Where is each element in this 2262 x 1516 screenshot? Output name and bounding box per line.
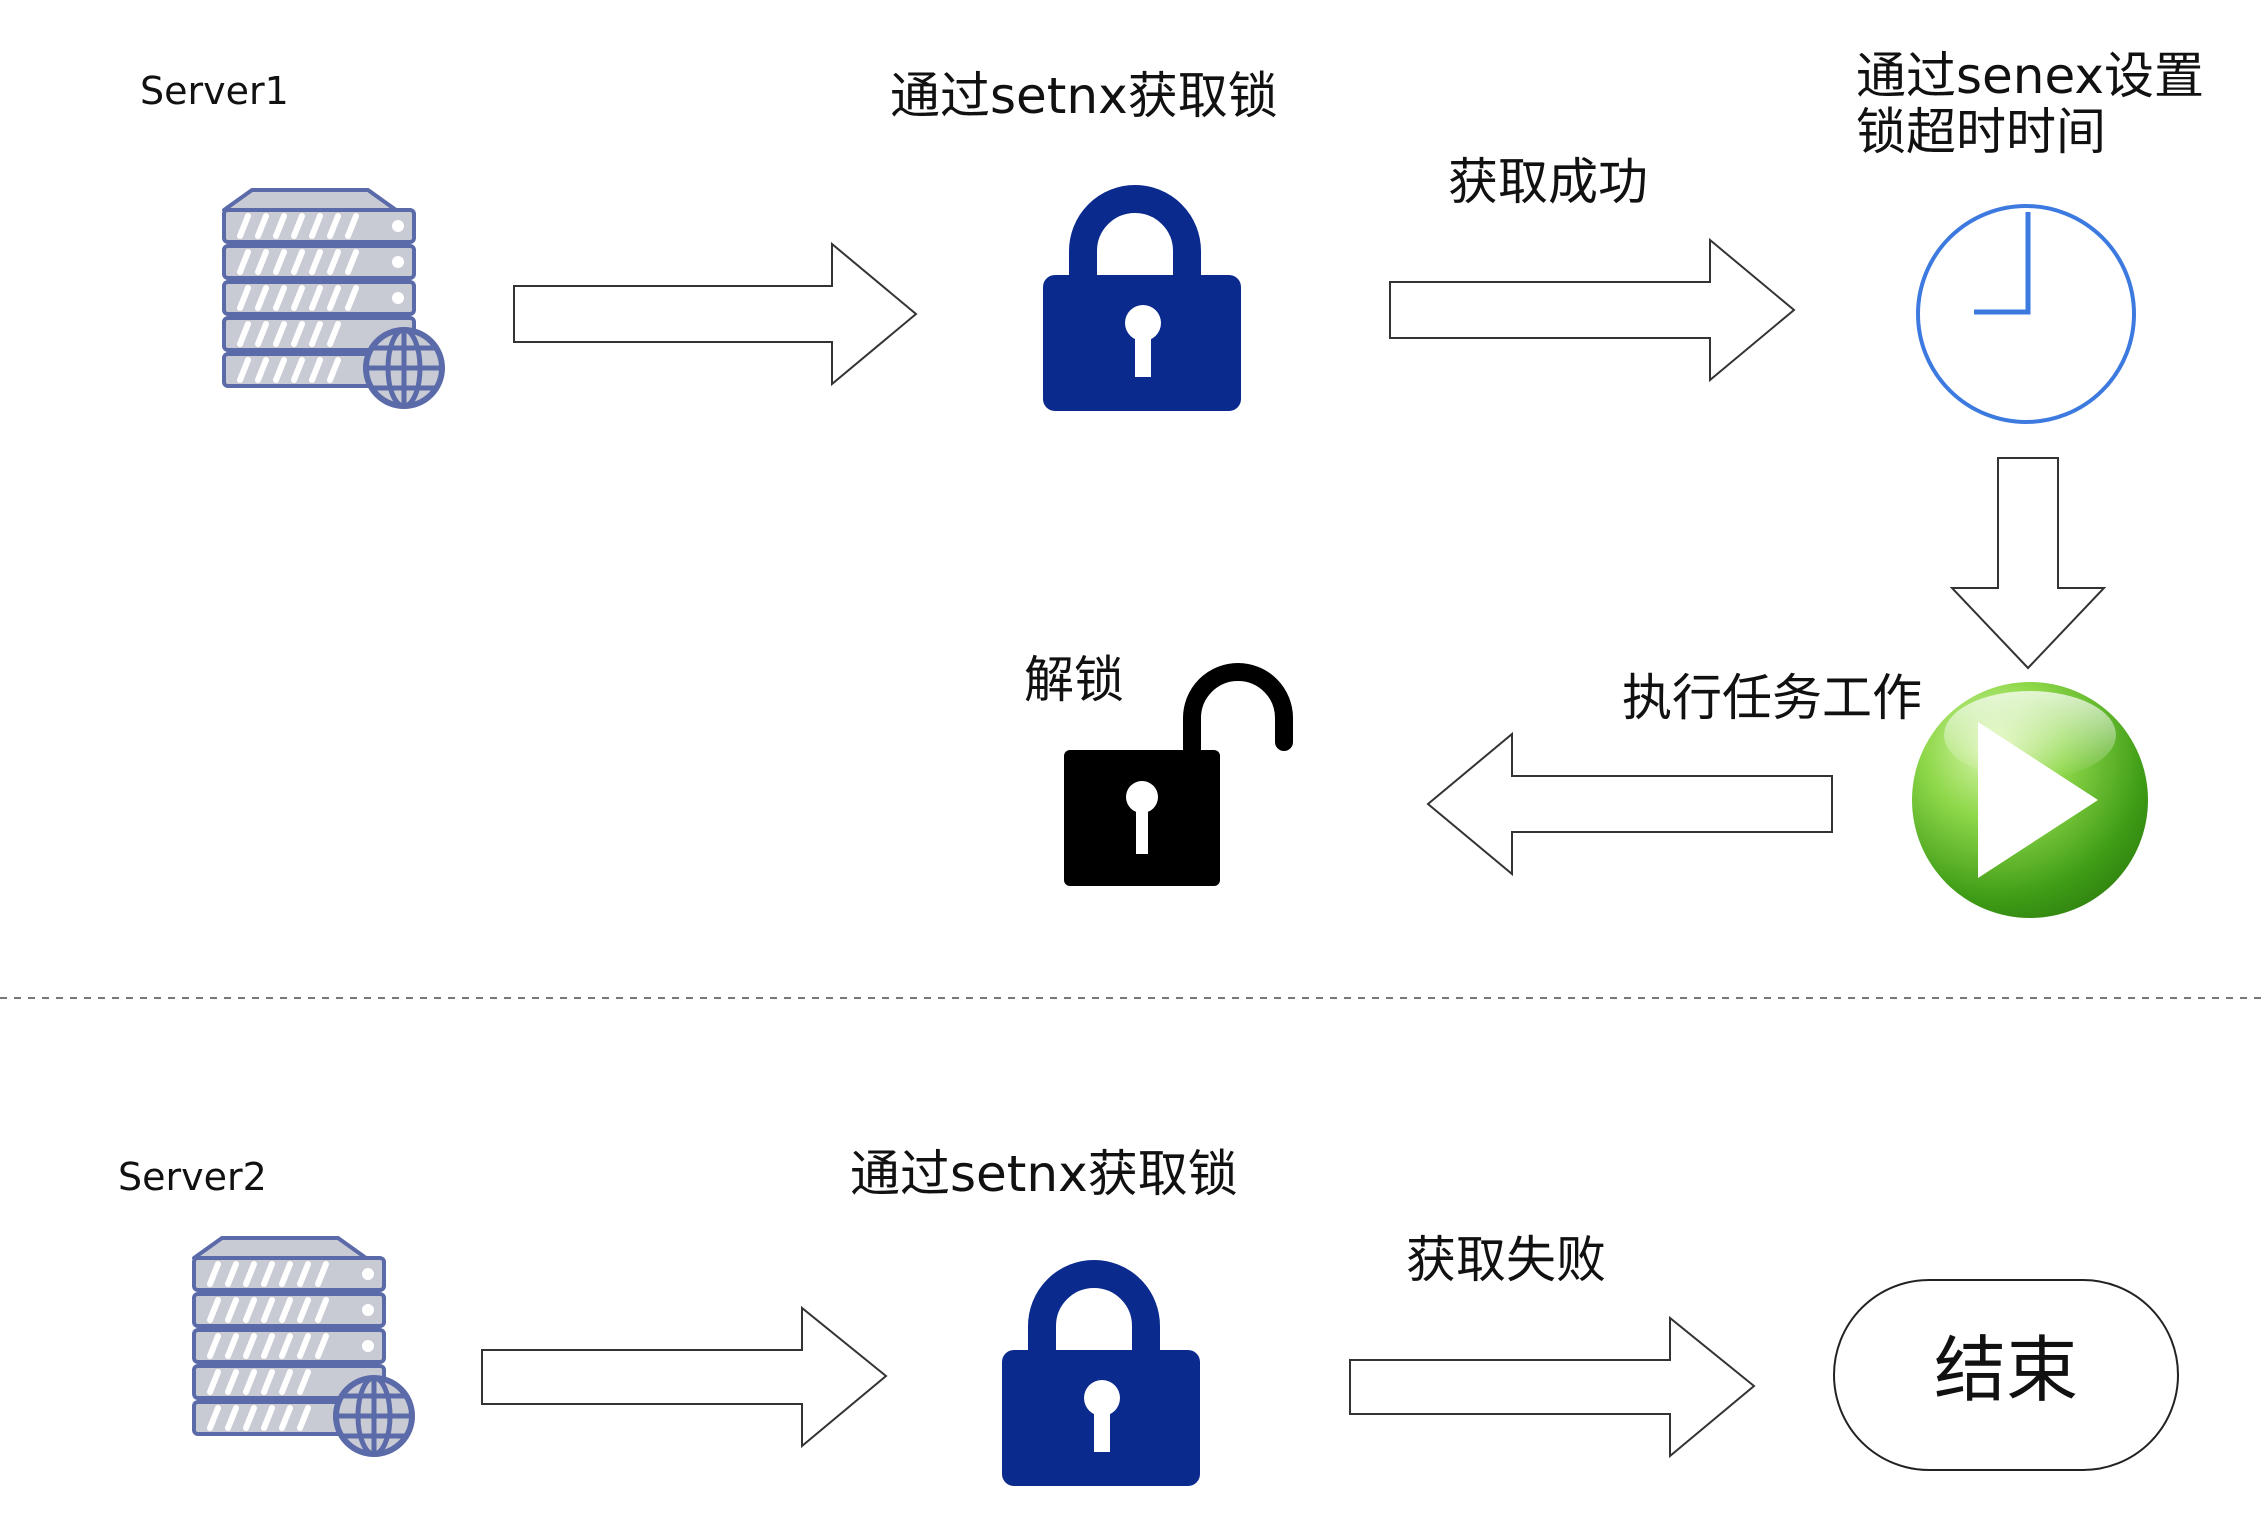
acquire-fail-label: 获取失败: [1406, 1231, 1606, 1289]
server2-icon: [194, 1238, 412, 1454]
play-icon: [1912, 682, 2148, 918]
acquire-success-label: 获取成功: [1448, 153, 1648, 211]
arrow-server2-to-lock: [481, 1305, 888, 1449]
acquire-lock-label-2: 通过setnx获取锁: [850, 1145, 1238, 1203]
arrow-play-to-unlock: [1426, 731, 1833, 877]
padlock-unlocked-icon: [1064, 663, 1293, 886]
server1-label: Server1: [140, 69, 289, 113]
arrow-lock-to-end: [1349, 1315, 1756, 1459]
server2-label: Server2: [118, 1155, 267, 1199]
server1-icon: [224, 190, 442, 406]
padlock-open-icon-2: [1002, 1274, 1200, 1486]
execute-task-label: 执行任务工作: [1622, 669, 1922, 727]
set-timeout-label: 通过senex设置锁超时时间: [1856, 47, 2204, 161]
unlock-label: 解锁: [1024, 651, 1124, 709]
arrow-lock-to-clock: [1389, 237, 1796, 383]
arrow-server1-to-lock: [513, 241, 918, 387]
clock-icon: [1916, 204, 2136, 424]
end-label: 结束: [1933, 1328, 2078, 1412]
padlock-open-icon: [1043, 199, 1241, 411]
acquire-lock-label: 通过setnx获取锁: [890, 67, 1278, 125]
arrow-clock-to-play: [1949, 457, 2107, 670]
end-terminal: [1833, 1279, 2179, 1471]
